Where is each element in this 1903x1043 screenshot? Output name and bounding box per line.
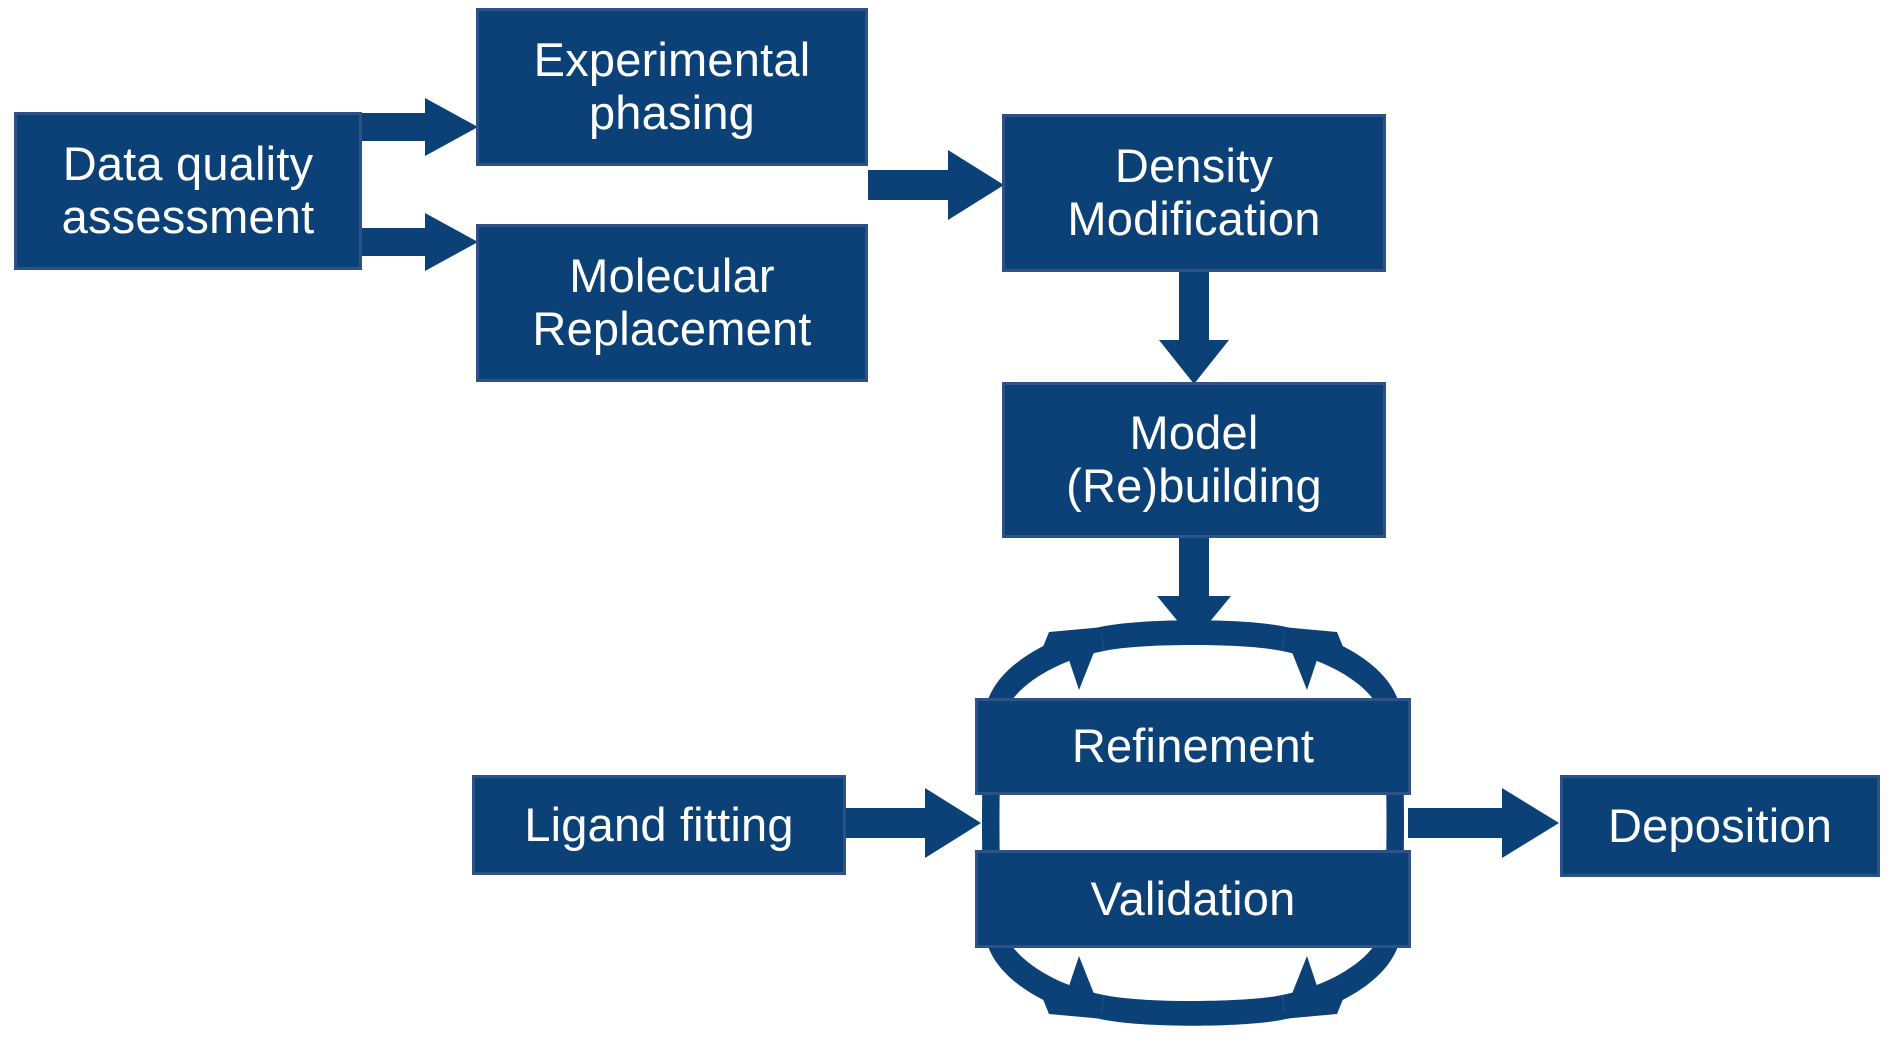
arrow-data-quality-to-molecular-replacement	[362, 213, 478, 271]
arrow-cycle-to-deposition	[1408, 788, 1559, 858]
arrow-phasing-to-density-modification	[868, 150, 1004, 220]
node-density-modification[interactable]: Density Modification	[1002, 114, 1386, 272]
node-refinement[interactable]: Refinement	[975, 698, 1411, 795]
node-molecular-replacement[interactable]: Molecular Replacement	[476, 224, 868, 382]
node-model-rebuilding[interactable]: Model (Re)building	[1002, 382, 1386, 538]
node-data-quality-assessment[interactable]: Data quality assessment	[14, 112, 362, 270]
arrow-ligand-fitting-to-cycle	[846, 788, 981, 858]
arrow-model-rebuilding-to-cycle	[1157, 538, 1231, 641]
node-deposition[interactable]: Deposition	[1560, 775, 1880, 877]
node-ligand-fitting[interactable]: Ligand fitting	[472, 775, 846, 875]
circular-loop-refinement-validation	[982, 620, 1404, 1026]
arrow-density-modification-to-model-rebuilding	[1159, 272, 1229, 384]
node-experimental-phasing[interactable]: Experimental phasing	[476, 8, 868, 166]
node-validation[interactable]: Validation	[975, 850, 1411, 948]
arrow-data-quality-to-experimental-phasing	[362, 98, 478, 156]
